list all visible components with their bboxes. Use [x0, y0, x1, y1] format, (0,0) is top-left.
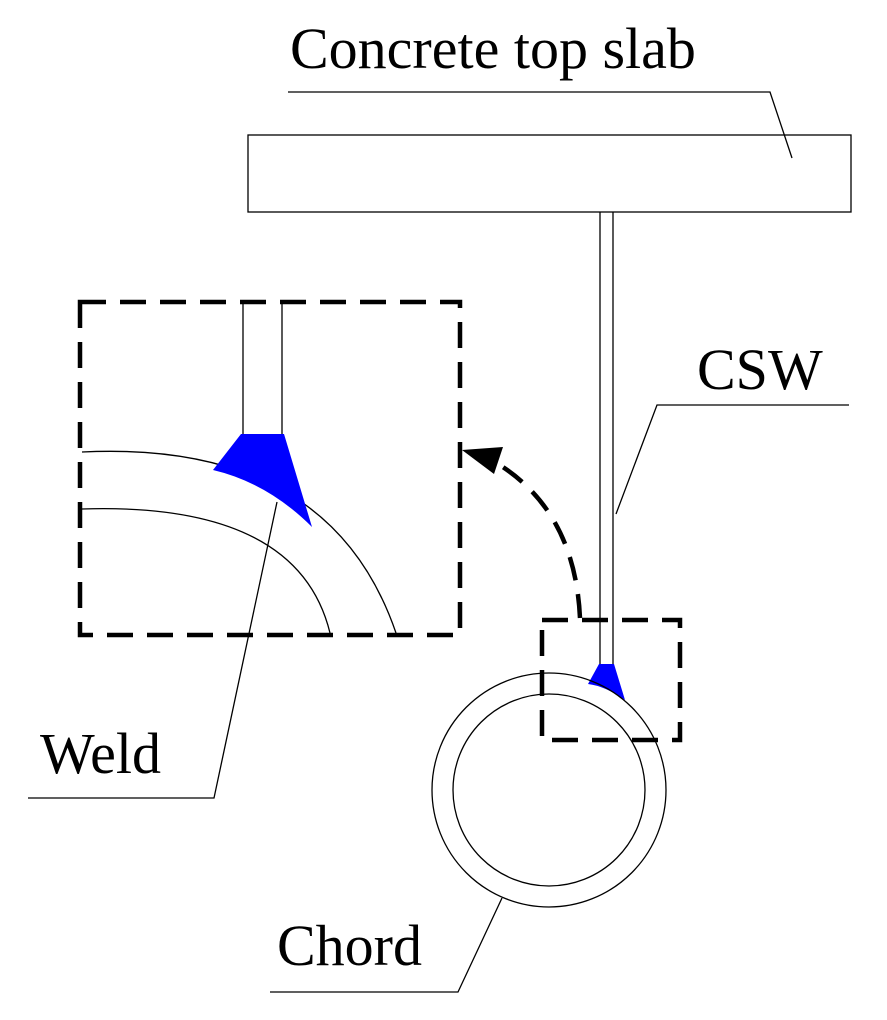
detail-chord-outer-arc	[81, 450, 397, 634]
detail-arrow-head	[462, 447, 503, 474]
detail-box-small	[539, 617, 683, 743]
slab-label: Concrete top slab	[290, 16, 696, 81]
csw-label: CSW	[697, 337, 823, 402]
detail-arrow	[462, 447, 583, 619]
weld-leader-line	[28, 501, 278, 799]
csw-group: CSW	[599, 212, 849, 668]
concrete-slab-group: Concrete top slab	[247, 16, 852, 213]
chord-label: Chord	[277, 913, 422, 978]
weld-label-group: Weld	[28, 501, 278, 799]
slab-leader-line	[288, 91, 793, 159]
detail-box-large	[77, 299, 463, 638]
weld-small	[588, 664, 625, 700]
detail-enlarged-group	[77, 299, 463, 638]
detail-chord-inner-arc	[81, 507, 331, 634]
weld-label: Weld	[40, 721, 161, 786]
detail-arrow-curve	[493, 460, 583, 619]
chord-group: Chord	[270, 672, 667, 993]
chord-leader-line	[270, 897, 503, 993]
concrete-top-slab	[247, 134, 852, 213]
chord-outer-circle	[431, 672, 667, 908]
weld-detail	[213, 434, 312, 527]
chord-inner-circle	[452, 693, 646, 887]
csw-leader-line	[615, 404, 849, 515]
